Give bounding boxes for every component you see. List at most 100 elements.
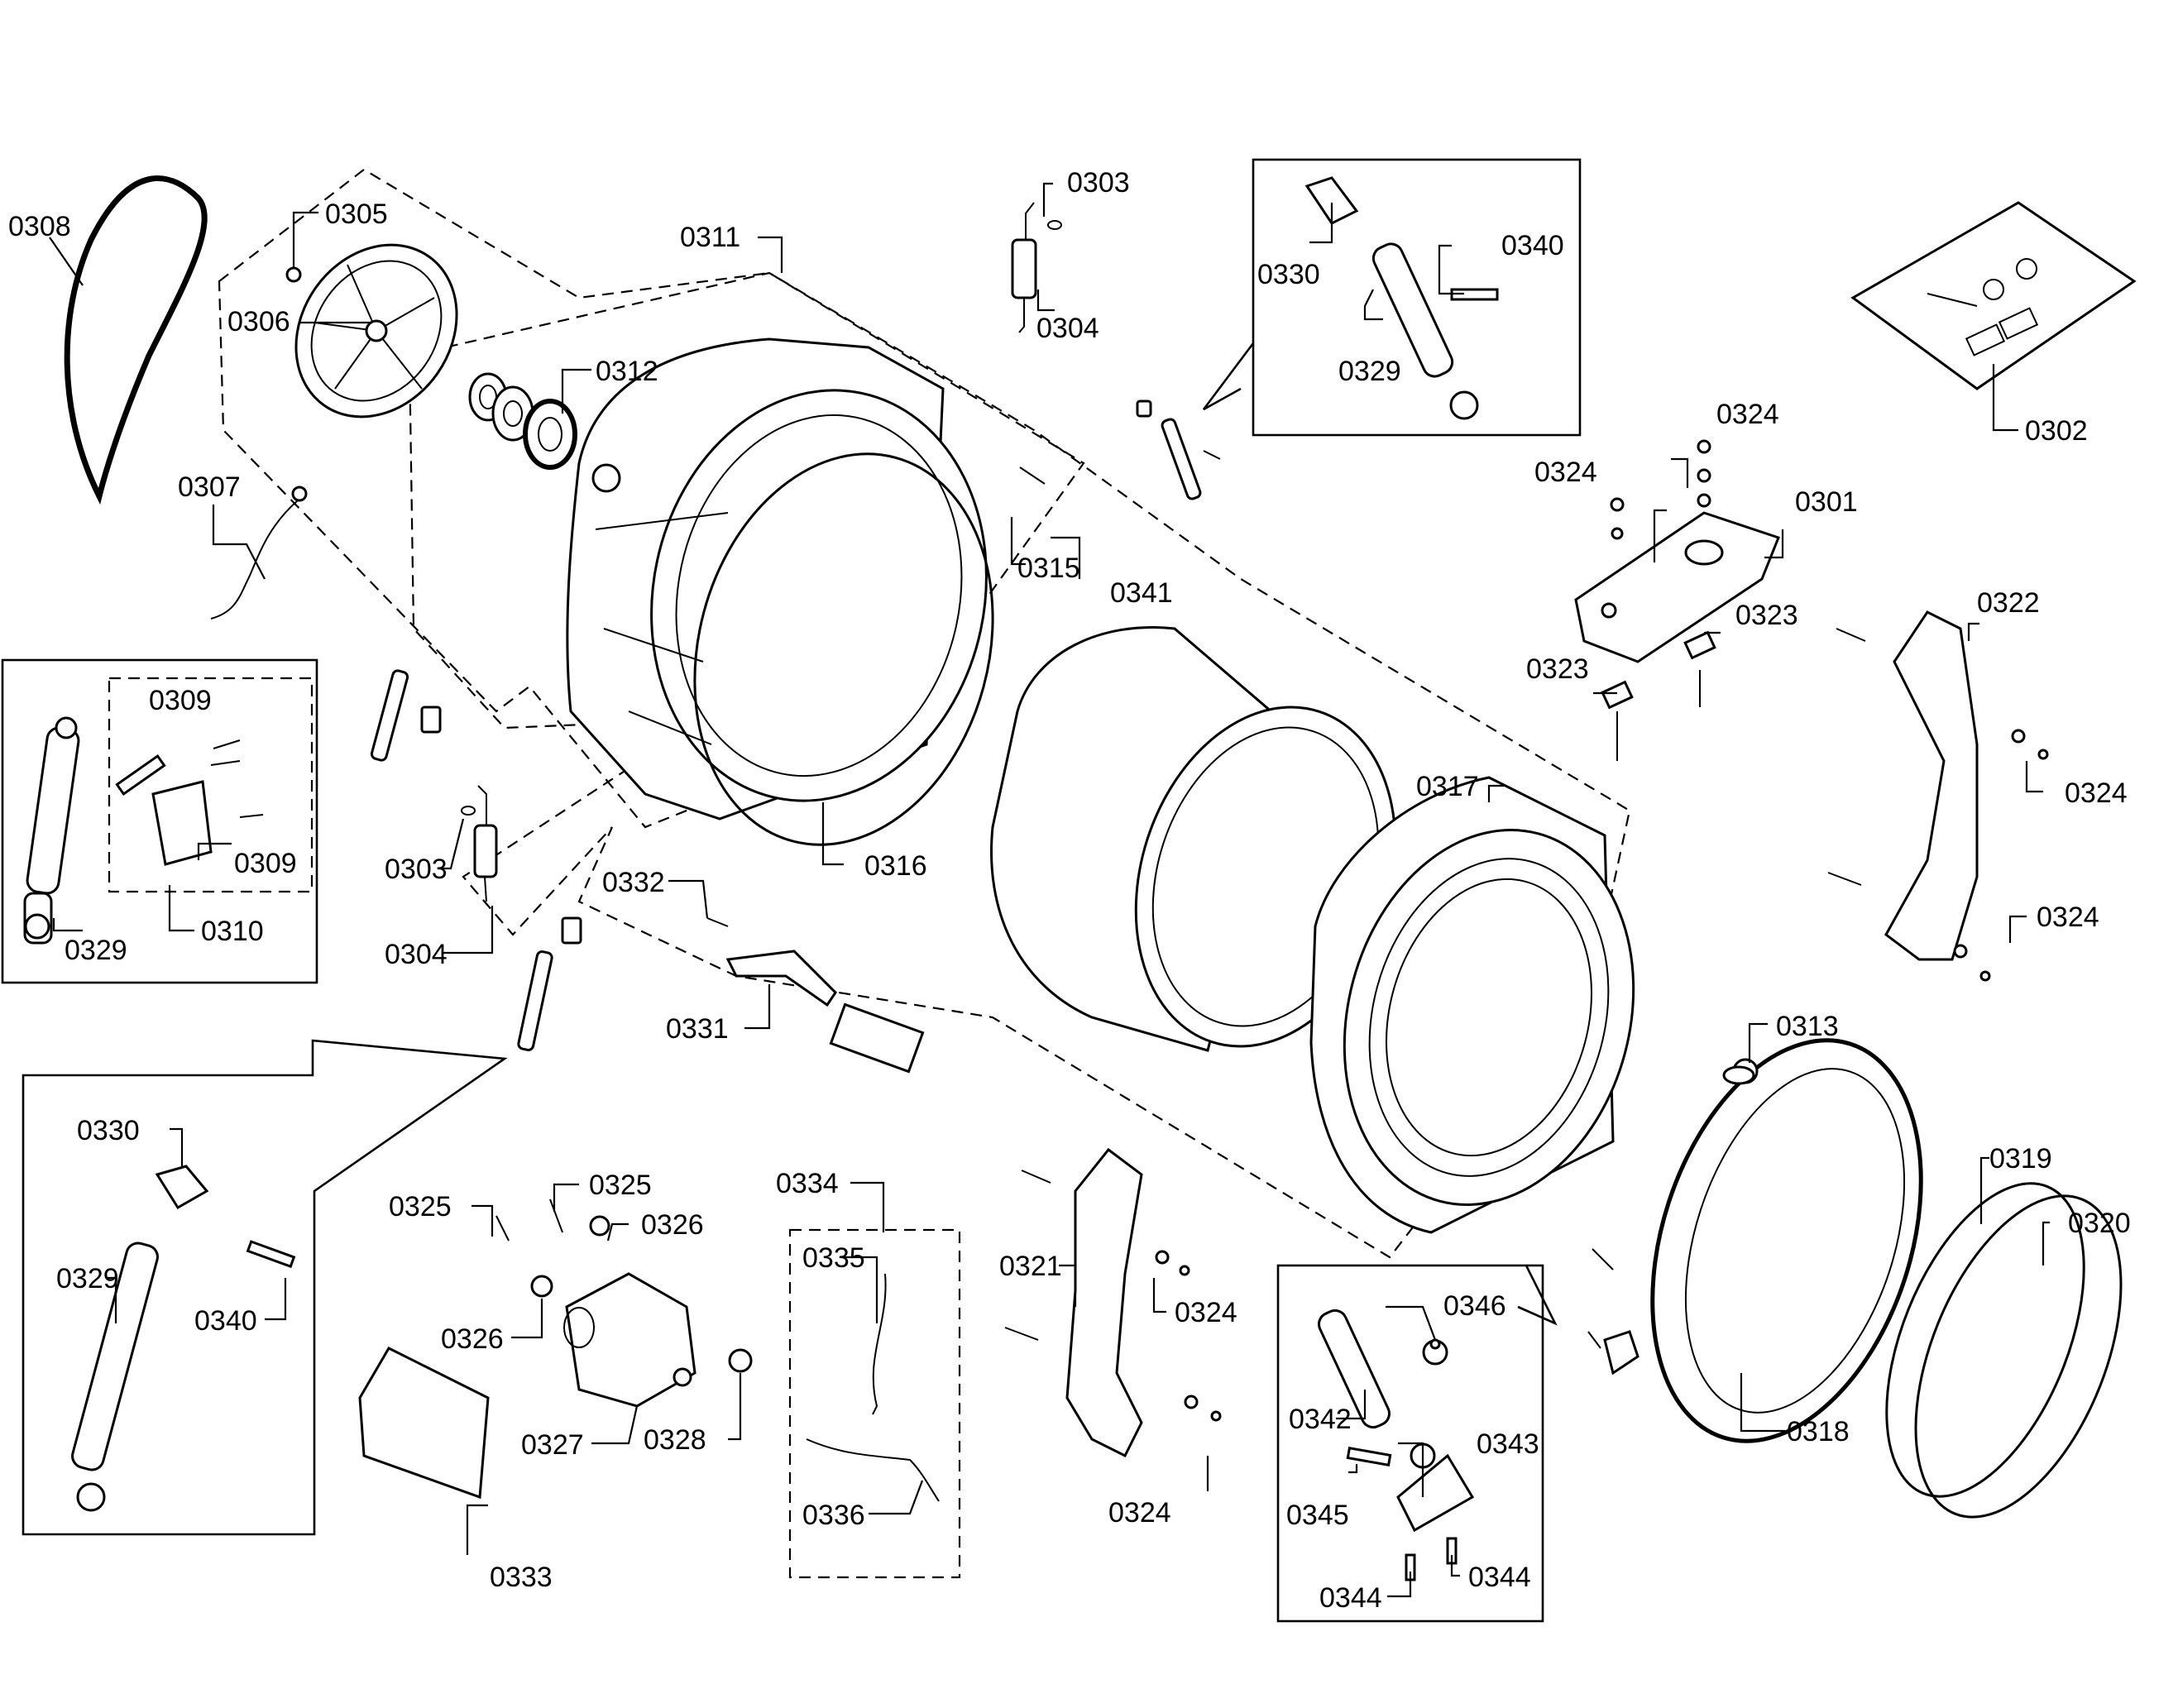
tub-gasket-icon bbox=[693, 452, 994, 846]
label-0324-d: 0324 bbox=[2037, 902, 2099, 933]
clamp-spring-icon bbox=[1885, 1182, 2085, 1498]
heater-icon bbox=[706, 917, 837, 1007]
box-damper-bracket bbox=[1276, 1264, 1544, 1623]
label-0323-b: 0323 bbox=[1526, 653, 1589, 685]
label-0343: 0343 bbox=[1477, 1428, 1539, 1460]
label-0304-top: 0304 bbox=[1036, 313, 1099, 344]
label-0309-b: 0309 bbox=[234, 848, 297, 879]
label-0306: 0306 bbox=[227, 306, 290, 337]
pointer-top-box bbox=[1202, 342, 1255, 411]
box-shock-absorber-top bbox=[1252, 158, 1582, 437]
label-0324-c: 0324 bbox=[2065, 777, 2128, 809]
label-0305: 0305 bbox=[325, 199, 388, 230]
label-0324-a: 0324 bbox=[1716, 399, 1779, 430]
shock-absorber-large-top-icon bbox=[1304, 176, 1499, 420]
label-0303-top: 0303 bbox=[1067, 167, 1130, 199]
leader-lines bbox=[49, 182, 2050, 1598]
bolt-0345-icon bbox=[1346, 1447, 1392, 1466]
label-0319: 0319 bbox=[1989, 1143, 2052, 1175]
label-0307: 0307 bbox=[178, 471, 241, 503]
label-0304-left: 0304 bbox=[385, 939, 448, 970]
pulley-icon bbox=[294, 243, 458, 419]
label-0320: 0320 bbox=[2068, 1208, 2131, 1239]
label-0344-b: 0344 bbox=[1468, 1562, 1531, 1593]
shock-absorber-small-left-icon bbox=[370, 669, 442, 762]
label-0327: 0327 bbox=[521, 1429, 584, 1461]
front-weight-left-icon bbox=[1065, 1147, 1143, 1458]
pointer-damper-box bbox=[1517, 1265, 1558, 1326]
label-0341: 0341 bbox=[1110, 577, 1173, 609]
box-wire-harness bbox=[788, 1228, 961, 1579]
label-0323-a: 0323 bbox=[1735, 600, 1798, 631]
front-weight-right-icon bbox=[1884, 610, 1979, 961]
part-labels: 0308 0305 0306 0307 0311 0312 0303 0304 … bbox=[8, 167, 2131, 1614]
label-0322: 0322 bbox=[1977, 587, 2040, 619]
label-0328: 0328 bbox=[644, 1424, 706, 1456]
tub-sensor-plate-icon bbox=[829, 1002, 925, 1074]
shock-absorber-large-lower-icon bbox=[71, 1165, 296, 1512]
counterweight-icon bbox=[1574, 511, 1780, 663]
damper-0342-icon bbox=[1318, 1309, 1448, 1469]
label-0315: 0315 bbox=[1017, 553, 1080, 584]
label-0303-left: 0303 bbox=[385, 854, 448, 885]
label-0345: 0345 bbox=[1286, 1500, 1349, 1531]
label-0332: 0332 bbox=[602, 867, 665, 898]
label-0321: 0321 bbox=[999, 1251, 1062, 1282]
label-0334: 0334 bbox=[776, 1168, 839, 1199]
label-0336: 0336 bbox=[802, 1500, 865, 1531]
label-0335: 0335 bbox=[802, 1242, 865, 1274]
label-0340-lower: 0340 bbox=[194, 1305, 257, 1337]
hose-clamp-icon bbox=[1722, 1065, 1755, 1085]
label-0346: 0346 bbox=[1443, 1290, 1506, 1322]
label-0311: 0311 bbox=[680, 222, 740, 253]
motor-bolt-icon bbox=[530, 1275, 553, 1298]
label-0333: 0333 bbox=[490, 1562, 553, 1593]
label-0316: 0316 bbox=[864, 850, 927, 882]
bearing-seal-icon bbox=[468, 372, 577, 470]
motor-control-icon bbox=[358, 1347, 490, 1500]
box-shock-absorber-left bbox=[1, 658, 318, 984]
label-0329-lower: 0329 bbox=[56, 1263, 119, 1294]
drive-belt-icon bbox=[64, 175, 208, 505]
label-0330-lower: 0330 bbox=[77, 1115, 140, 1146]
label-0313: 0313 bbox=[1776, 1011, 1839, 1042]
label-0317: 0317 bbox=[1416, 771, 1479, 802]
label-0301: 0301 bbox=[1795, 486, 1858, 518]
label-0340-top: 0340 bbox=[1501, 230, 1564, 261]
label-0330-top: 0330 bbox=[1257, 259, 1320, 290]
thermistor-sensor-icon bbox=[210, 486, 308, 620]
label-0308: 0308 bbox=[8, 211, 71, 242]
label-0324-b: 0324 bbox=[1534, 457, 1597, 488]
label-0344-a: 0344 bbox=[1319, 1582, 1382, 1614]
tub-rear-icon bbox=[566, 337, 988, 821]
motor-nut-icon bbox=[589, 1215, 610, 1237]
label-0312: 0312 bbox=[596, 356, 658, 387]
wire-harness-0335-icon bbox=[872, 1273, 887, 1415]
tub-front-icon bbox=[1309, 776, 1635, 1234]
label-0326-a: 0326 bbox=[641, 1209, 704, 1241]
motor-icon bbox=[563, 1272, 696, 1408]
label-0324-e: 0324 bbox=[1175, 1297, 1237, 1328]
damper-bracket-0343-icon bbox=[1396, 1453, 1475, 1533]
hardware-small-icons bbox=[210, 439, 2049, 1422]
bolt-0340-left-icon bbox=[115, 754, 166, 797]
label-0310: 0310 bbox=[201, 916, 264, 947]
shock-absorber-small-mid-icon bbox=[517, 916, 582, 1051]
label-0325-b: 0325 bbox=[589, 1170, 652, 1201]
label-0342: 0342 bbox=[1289, 1404, 1352, 1435]
label-0324-f: 0324 bbox=[1108, 1497, 1171, 1529]
label-0325-a: 0325 bbox=[389, 1191, 452, 1222]
wire-harness-0336-icon bbox=[806, 1438, 940, 1502]
pulley-bolt-icon bbox=[285, 266, 302, 283]
label-0309-a: 0309 bbox=[149, 685, 212, 716]
shock-absorber-small-top-icon bbox=[1136, 399, 1221, 500]
label-0331: 0331 bbox=[666, 1013, 729, 1045]
hanger-spring-left-icon bbox=[461, 785, 498, 902]
hanger-spring-top-icon bbox=[1011, 202, 1062, 333]
shock-absorber-large-left-icon bbox=[23, 716, 80, 945]
label-0302: 0302 bbox=[2025, 415, 2088, 447]
label-0326-b: 0326 bbox=[441, 1323, 504, 1355]
hardware-kit-bag-icon bbox=[1850, 201, 2137, 390]
